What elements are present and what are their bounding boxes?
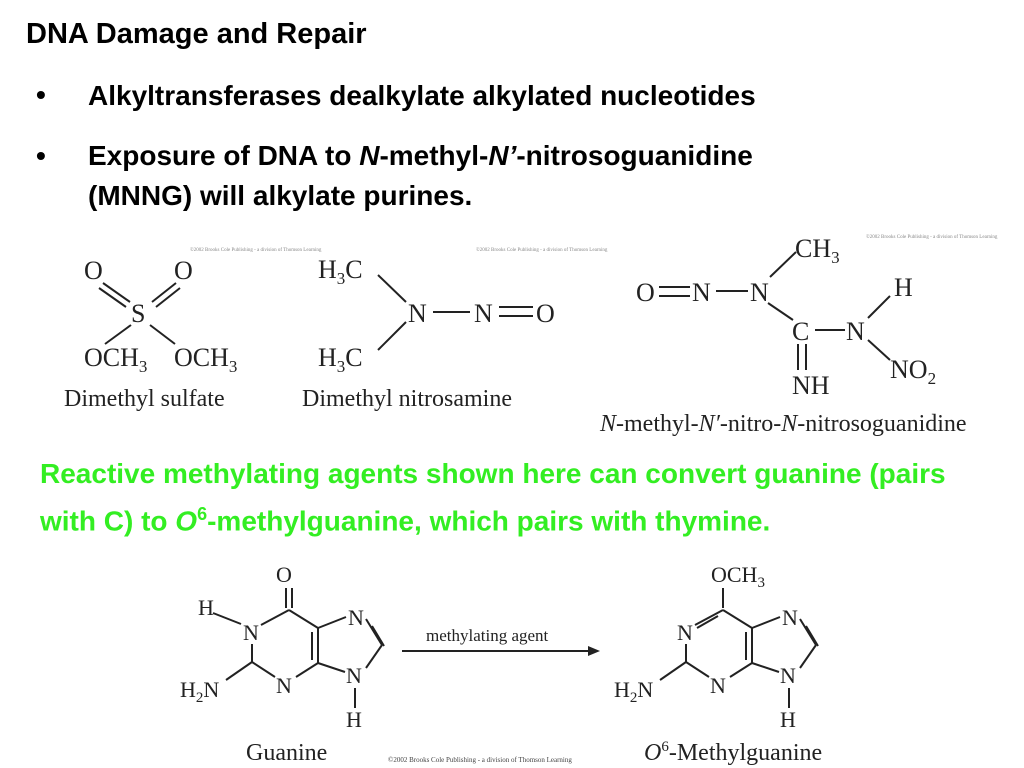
atom-h2n: H2N [180, 677, 219, 706]
bullet-text-alkyltransferases: Alkyltransferases dealkylate alkylated n… [88, 80, 756, 111]
atom-h: H [894, 273, 913, 302]
atom-n: N [276, 673, 292, 698]
atom-och3: OCH3 [174, 343, 237, 376]
copyright-small: ©2002 Brooks Cole Publishing - a divisio… [866, 234, 998, 240]
slide-title: DNA Damage and Repair [26, 18, 367, 50]
bullet-marker-1: • [36, 79, 46, 110]
bullet-marker-2: • [36, 140, 46, 171]
o6-methylguanine-structure: OCH3 N N N N H H2N O6-Methylguanine [614, 562, 822, 766]
atom-o: O [84, 256, 103, 285]
reaction-arrow: methylating agent [402, 626, 600, 656]
atom-n: N [692, 278, 711, 307]
atom-c: C [792, 317, 809, 346]
label-o6-methylguanine: O6-Methylguanine [644, 739, 822, 766]
guanine-structure: O H N N N N H H2N Guanine [180, 562, 385, 766]
atom-n: N [348, 605, 364, 630]
atom-h: H [780, 707, 796, 732]
copyright-small: ©2002 Brooks Cole Publishing - a divisio… [476, 247, 608, 253]
atom-h3c: H3C [318, 343, 363, 376]
atom-no2: NO2 [890, 355, 936, 388]
atom-och3: OCH3 [711, 562, 765, 591]
atom-h: H [346, 707, 362, 732]
atom-n: N [408, 299, 427, 328]
atom-n: N [782, 605, 798, 630]
bullet-text-mnng: Exposure of DNA to N-methyl-N’-nitrosogu… [88, 136, 988, 216]
atom-s: S [131, 299, 145, 328]
atom-o: O [276, 562, 292, 587]
atom-ch3: CH3 [795, 234, 840, 267]
mnng-structure: O N N CH3 C N H NO2 NH N-methyl-N′-nitro… [599, 234, 998, 437]
dimethyl-nitrosamine-structure: H3C H3C N N O Dimethyl nitrosamine ©2002… [302, 247, 608, 412]
atom-o: O [536, 299, 555, 328]
label-guanine: Guanine [246, 740, 327, 766]
bullet2-italic-n: N [359, 140, 380, 171]
atom-n: N [750, 278, 769, 307]
atom-n: N [677, 620, 693, 645]
green-italic-o: O [175, 505, 198, 537]
bullet2-italic-n-prime: N’ [488, 140, 517, 171]
label-dimethyl-sulfate: Dimethyl sulfate [64, 386, 225, 412]
copyright-small: ©2002 Brooks Cole Publishing - a divisio… [190, 247, 322, 253]
atom-nh: NH [792, 371, 830, 400]
label-mnng: N-methyl-N′-nitro-N-nitrosoguanidine [599, 411, 967, 437]
atom-h3c: H3C [318, 255, 363, 288]
atom-och3: OCH3 [84, 343, 147, 376]
arrow-label: methylating agent [426, 626, 549, 645]
atom-n: N [846, 317, 865, 346]
atom-o: O [636, 278, 655, 307]
green-part2: -methylguanine, which pairs with thymine… [207, 505, 771, 537]
atom-n: N [780, 663, 796, 688]
green-callout-text: Reactive methylating agents shown here c… [40, 453, 980, 541]
atom-n: N [346, 663, 362, 688]
bullet2-part1: Exposure of DNA to [88, 140, 360, 171]
atom-n: N [474, 299, 493, 328]
dimethyl-sulfate-structure: O O S OCH3 OCH3 Dimethyl sulfate ©2002 B… [64, 247, 322, 412]
green-part1: Reactive methylating agents shown here c… [40, 458, 946, 537]
copyright-bottom: ©2002 Brooks Cole Publishing - a divisio… [388, 756, 572, 764]
bullet2-line2: (MNNG) will alkylate purines. [88, 180, 473, 211]
atom-o: O [174, 256, 193, 285]
atom-n: N [243, 620, 259, 645]
bullet2-part2: -methyl- [379, 140, 489, 171]
green-sup-6: 6 [197, 504, 208, 524]
atom-n: N [710, 673, 726, 698]
atom-h2n: H2N [614, 677, 653, 706]
atom-h: H [198, 595, 214, 620]
label-dimethyl-nitrosamine: Dimethyl nitrosamine [302, 386, 512, 412]
bullet2-part3: -nitrosoguanidine [516, 140, 753, 171]
